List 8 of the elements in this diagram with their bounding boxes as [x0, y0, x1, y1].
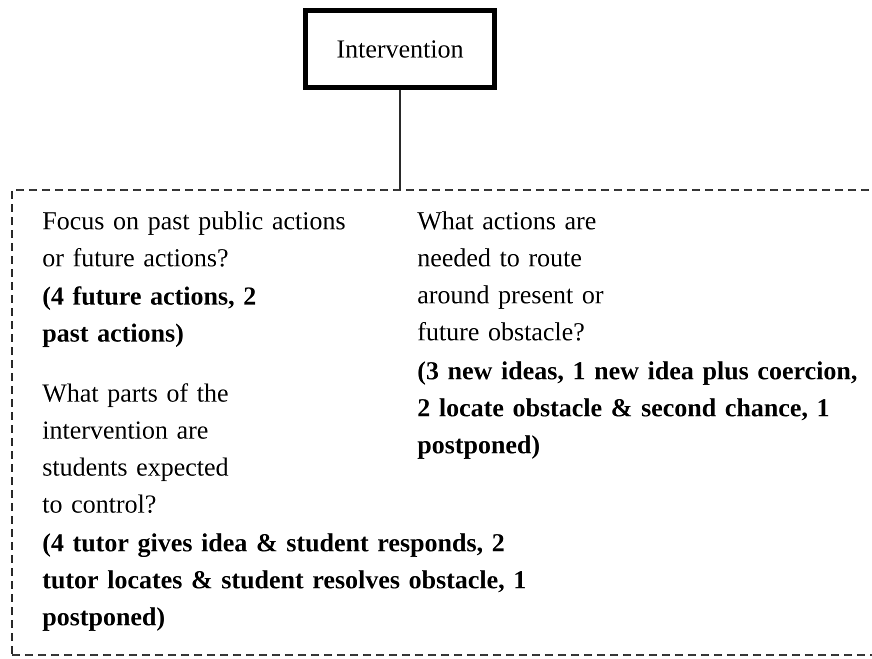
- connector-line: [399, 90, 401, 190]
- question-text: Focus on past public actions or future actions?: [43, 211, 345, 267]
- header-box: Intervention: [303, 8, 497, 90]
- answer-text: (4 future actions, 2 past actions): [42, 286, 256, 348]
- answer-text: (3 new ideas, 1 new idea plus coercion, 2 locate obstacle & second chance, 1 postponed): [418, 361, 856, 459]
- answer-text: (4 tutor gives idea & student responds, 2 tutor locates & student resolves obstacle, 1 postponed): [42, 533, 525, 631]
- question-text: What actions are needed to route around present or future obstacle?: [417, 211, 604, 341]
- question-text: What parts of the intervention are students expected to control?: [42, 383, 228, 513]
